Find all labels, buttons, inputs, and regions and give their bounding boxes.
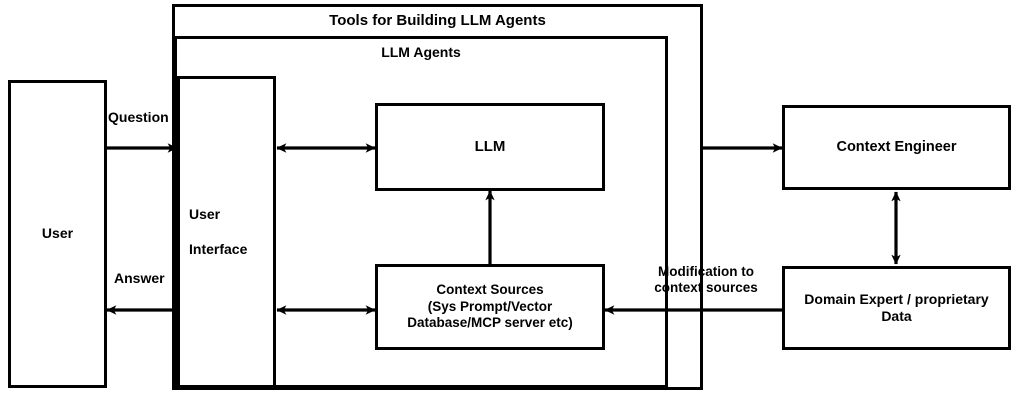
node-domain-expert: Domain Expert / proprietary Data <box>782 266 1011 350</box>
node-context-engineer: Context Engineer <box>782 105 1011 190</box>
node-user-interface: User Interface <box>177 76 276 388</box>
node-llm: LLM <box>375 103 605 191</box>
edge-label-answer: Answer <box>114 270 165 286</box>
container-tools-label: Tools for Building LLM Agents <box>329 12 546 29</box>
edge-label-modification-to-context-sources: Modification to context sources <box>654 264 758 296</box>
node-context-sources: Context Sources (Sys Prompt/Vector Datab… <box>375 264 605 350</box>
container-llm-agents: LLM Agents <box>174 36 668 388</box>
node-user-interface-label: User Interface <box>189 205 248 257</box>
container-llm-agents-label: LLM Agents <box>381 44 461 60</box>
node-context-sources-label: Context Sources (Sys Prompt/Vector Datab… <box>407 281 573 331</box>
node-domain-expert-label: Domain Expert / proprietary Data <box>804 290 989 325</box>
node-user: User <box>8 80 107 388</box>
node-llm-label: LLM <box>474 137 506 155</box>
container-tools-for-building-llm-agents: Tools for Building LLM Agents <box>172 4 703 390</box>
node-context-engineer-label: Context Engineer <box>836 139 957 156</box>
edge-label-question: Question <box>108 109 169 125</box>
node-user-label: User <box>41 225 74 242</box>
